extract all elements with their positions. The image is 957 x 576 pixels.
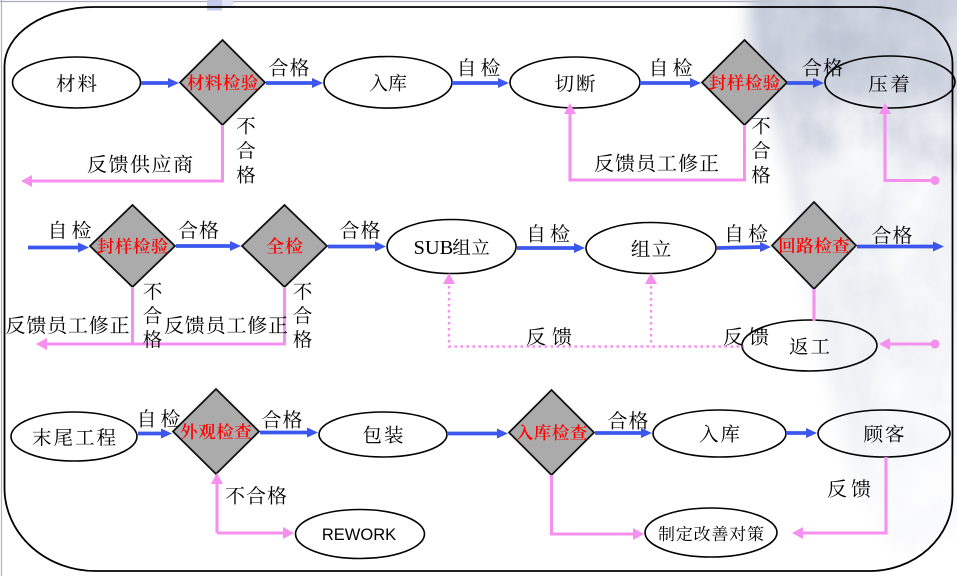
svg-text:SUB: SUB xyxy=(413,237,453,259)
svg-text:REWORK: REWORK xyxy=(322,526,396,544)
